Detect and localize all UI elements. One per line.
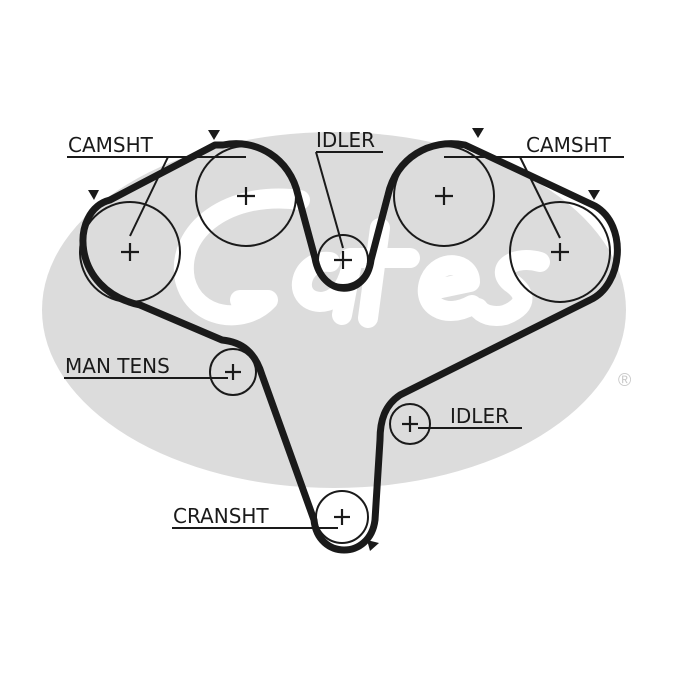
plus-icon [435, 187, 453, 205]
registered-mark: ® [618, 370, 631, 390]
gates-logo-watermark: ® [42, 132, 631, 488]
label-camshaft-left: CAMSHT [68, 133, 154, 157]
plus-icon [225, 364, 241, 380]
label-manual-tensioner: MAN TENS [65, 354, 170, 378]
rotation-markers [88, 128, 600, 551]
plus-icon [334, 509, 350, 525]
plus-icon [237, 187, 255, 205]
label-camshaft-right: CAMSHT [526, 133, 612, 157]
logo-wordmark [173, 188, 550, 328]
label-idler-top: IDLER [316, 128, 375, 152]
pulley-idler-bottom [389, 403, 431, 445]
labels: CAMSHT IDLER CAMSHT MAN TENS IDLER CRANS… [65, 128, 612, 528]
triangle-icon [208, 130, 220, 140]
leader-lines [64, 151, 624, 529]
triangle-icon [588, 190, 600, 200]
timing-belt [79, 140, 621, 554]
triangle-icon [472, 128, 484, 138]
plus-icon [551, 243, 569, 261]
plus-icons [121, 187, 569, 525]
triangle-icon [88, 190, 99, 200]
label-crankshaft: CRANSHT [173, 504, 269, 528]
plus-icon [334, 251, 352, 269]
triangle-icon [367, 540, 379, 551]
pulley-camshaft-right-outer [509, 201, 611, 303]
label-idler-bottom: IDLER [450, 404, 509, 428]
plus-icon [402, 416, 418, 432]
pulley-manual-tensioner [209, 348, 257, 396]
plus-icon [121, 243, 139, 261]
